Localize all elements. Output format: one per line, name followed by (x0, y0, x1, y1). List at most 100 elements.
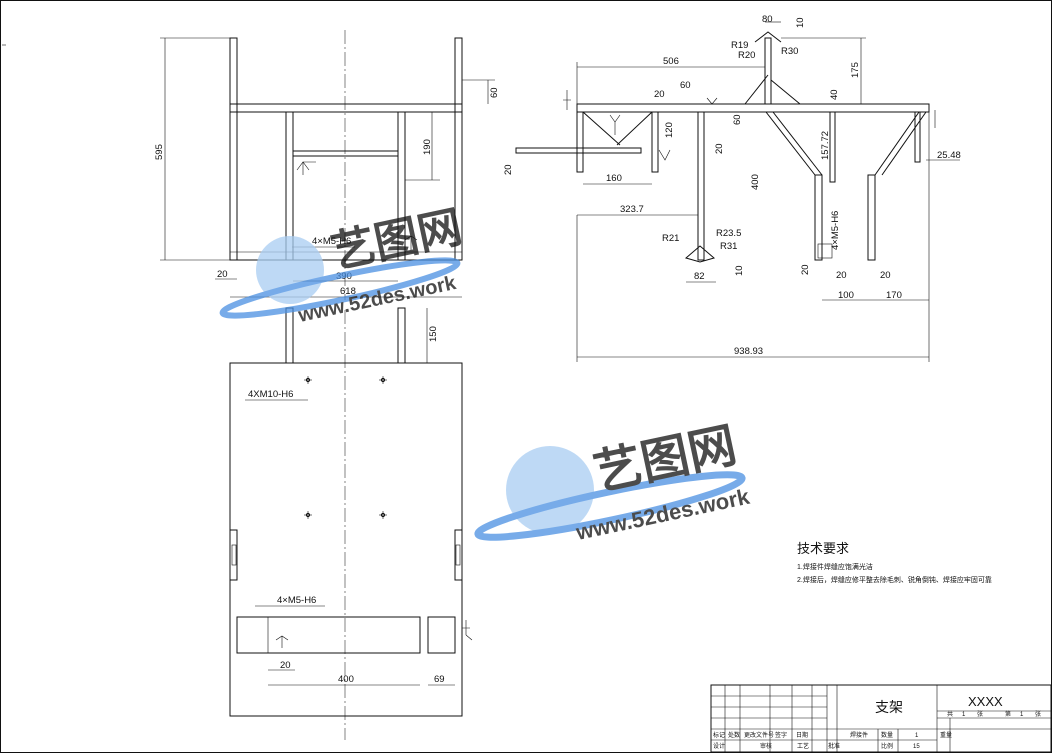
side-column-head (684, 245, 716, 263)
front-top-beam (229, 103, 463, 113)
dim-175: 175 (850, 62, 861, 78)
sheet-count-total: 1 (962, 712, 966, 718)
dim-r19: R19 (731, 40, 748, 51)
tech-item-1: 1.焊接件焊缝应饱满光洁 (797, 562, 873, 571)
dim-r30: R30 (781, 46, 798, 57)
material: 焊接件 (850, 731, 868, 739)
top-tab-right (397, 307, 406, 364)
side-right-post (814, 174, 823, 261)
dim-slot-offset: 20 (280, 660, 291, 671)
dim-160: 160 (606, 173, 622, 184)
thread-note: 4×M5-H6 (312, 236, 351, 247)
tb-label-approve: 批准 (828, 742, 840, 750)
quantity: 1 (915, 733, 919, 739)
front-left-plate (229, 37, 238, 261)
tb-label-design: 设计 (713, 742, 725, 750)
sheet-label-total: 共 (947, 710, 953, 718)
sheet-count-current: 1 (1020, 712, 1024, 718)
dim-height-total: 595 (154, 144, 165, 160)
dim-20-left: 20 (503, 164, 514, 175)
weld-symbol (706, 97, 718, 105)
side-brace (616, 111, 653, 146)
side-post-foot (817, 243, 833, 259)
dim-120: 120 (664, 122, 675, 138)
side-view: 80 10 R19 R20 R30 175 506 60 20 60 40 20… (503, 14, 961, 362)
top-view: 150 4XM10-H6 4×M5-H6 400 20 69 (229, 307, 473, 740)
dim-20d: 20 (836, 270, 847, 281)
dim-r31: R31 (720, 241, 737, 252)
weld-symbol (462, 620, 473, 641)
dim-82: 82 (694, 271, 705, 282)
dim-top-10: 10 (795, 17, 806, 28)
side-mast-brace (770, 79, 801, 105)
weld-symbol (658, 149, 671, 161)
weld-symbol (275, 635, 289, 648)
side-mast-head (754, 31, 782, 43)
dim-thread: 4×M5-H6 (830, 211, 841, 250)
side-right-leg (881, 111, 927, 176)
dim-20b: 20 (714, 143, 725, 154)
hole-marker (304, 511, 312, 519)
side-top-rail (576, 103, 930, 113)
side-leg (651, 111, 659, 173)
side-clip-right-slot (455, 544, 461, 566)
side-clip-right (454, 529, 463, 581)
dim-top-tab: 60 (489, 87, 500, 98)
dim-10: 10 (734, 265, 745, 276)
tb-header-sign: 签字 (775, 731, 787, 739)
dim-3237: 323.7 (620, 204, 644, 215)
side-right-leg (772, 111, 823, 176)
hole-marker (379, 511, 387, 519)
weight-label: 重量 (940, 731, 952, 739)
side-center-column (697, 111, 705, 261)
side-brace (582, 111, 621, 146)
top-tab-left (285, 307, 294, 364)
weld-symbol (404, 235, 418, 250)
dim-20c: 20 (800, 264, 811, 275)
tech-title: 技术要求 (797, 541, 849, 556)
drawing-number: XXXX (968, 694, 1003, 709)
tb-header-date: 日期 (796, 731, 808, 739)
dim-20a: 20 (654, 89, 665, 100)
tb-header-count: 处数 (728, 731, 740, 739)
hole-marker (379, 376, 387, 384)
tb-label-review: 审核 (760, 742, 772, 750)
weld-symbol (563, 90, 571, 110)
side-right-leg (874, 111, 920, 176)
scale-label: 比例 (881, 742, 893, 750)
dim-2548: 25.48 (937, 150, 961, 161)
count-label: 数量 (881, 731, 893, 739)
side-stub (829, 111, 836, 183)
title-block: 标记 处数 更改文件号 签字 日期 设计 审核 工艺 批准 支架 XXXX 焊接… (710, 684, 1052, 753)
side-clip-left (229, 529, 238, 581)
side-right-post (867, 174, 876, 261)
dim-60a: 60 (680, 80, 691, 91)
dim-right-block: 69 (434, 674, 445, 685)
front-cross-bar (292, 150, 399, 157)
dim-width-total: 618 (340, 286, 356, 297)
technical-requirements: 技术要求 1.焊接件焊缝应饱满光洁 2.焊接后，焊缝应修平整去除毛刺、锐角倒钝、… (797, 541, 992, 584)
dim-100: 100 (838, 290, 854, 301)
tb-label-process: 工艺 (797, 742, 809, 750)
watermark-swoosh (474, 471, 746, 541)
dim-left-post: 20 (217, 269, 228, 280)
side-left-arm (515, 147, 642, 154)
side-mast-brace (744, 74, 769, 105)
title-block-frame (710, 684, 1052, 753)
bottom-slot (236, 616, 421, 654)
side-stub (914, 111, 921, 163)
part-name: 支架 (875, 699, 903, 715)
dim-60b: 60 (732, 114, 743, 125)
side-leg (576, 111, 584, 173)
watermark-globe (256, 236, 324, 304)
bottom-block-right (427, 616, 456, 654)
side-right-leg (765, 111, 816, 176)
thread-note-bottom: 4×M5-H6 (277, 595, 316, 606)
dim-170: 170 (886, 290, 902, 301)
tb-header-mark: 标记 (713, 731, 725, 739)
tb-header-file: 更改文件号 (744, 731, 774, 739)
sheet-label-current-unit: 张 (1035, 710, 1041, 718)
sheet-label-total-unit: 张 (977, 710, 983, 718)
tech-item-2: 2.焊接后，焊缝应修平整去除毛刺、锐角倒钝、焊接应牢固可靠 (797, 575, 992, 584)
